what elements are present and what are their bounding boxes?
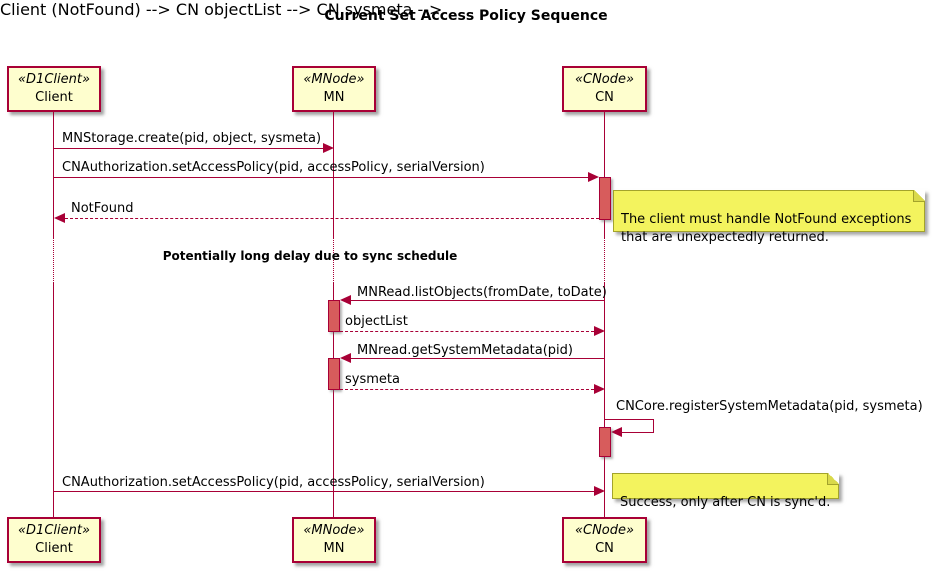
activation-bar-mn-1 xyxy=(328,300,340,332)
arrowhead-right-icon xyxy=(323,143,334,153)
arrowhead-right-icon xyxy=(588,172,599,182)
lifeline-cn-delay xyxy=(604,238,605,283)
participant-mn-top: «MNode» MN xyxy=(292,66,376,112)
message-label-setaccesspolicy-2: CNAuthorization.setAccessPolicy(pid, acc… xyxy=(62,475,485,490)
activation-bar-mn-2 xyxy=(328,358,340,390)
lifeline-mn-delay xyxy=(333,238,334,283)
message-line xyxy=(351,300,605,301)
participant-mn-bottom: «MNode» MN xyxy=(292,517,376,563)
note-text: Success, only after CN is sync'd. xyxy=(620,495,831,510)
message-line-dashed xyxy=(340,331,594,332)
diagram-title: Current Set Access Policy Sequence xyxy=(324,8,608,24)
participant-name: MN xyxy=(323,541,345,556)
self-message-line-bottom xyxy=(622,432,653,433)
participant-name: Client xyxy=(35,90,73,105)
activation-bar-cn-1 xyxy=(599,177,611,220)
arrowhead-left-icon xyxy=(340,353,351,363)
arrowhead-left-icon xyxy=(340,295,351,305)
participant-client-bottom: «D1Client» Client xyxy=(7,517,101,563)
arrowhead-right-icon xyxy=(594,384,605,394)
activation-bar-cn-2 xyxy=(599,427,611,457)
participant-stereotype: «CNode» xyxy=(574,72,635,87)
arrowhead-left-icon xyxy=(54,213,65,223)
message-label-registersystemmetadata: CNCore.registerSystemMetadata(pid, sysme… xyxy=(616,399,923,414)
lifeline-client xyxy=(53,283,54,517)
lifeline-cn xyxy=(604,112,605,238)
lifeline-cn xyxy=(604,283,605,517)
message-line-dashed xyxy=(65,218,599,219)
lifeline-mn xyxy=(333,112,334,238)
lifeline-client xyxy=(53,112,54,238)
note-fold-icon xyxy=(913,190,925,202)
participant-stereotype: «MNode» xyxy=(303,72,365,87)
message-line xyxy=(351,358,605,359)
message-label-getsystemmetadata: MNread.getSystemMetadata(pid) xyxy=(357,343,573,358)
message-line xyxy=(54,177,588,178)
message-line xyxy=(54,491,594,492)
message-label-sysmeta: sysmeta xyxy=(345,372,400,387)
participant-name: Client xyxy=(35,541,73,556)
participant-cn-bottom: «CNode» CN xyxy=(562,517,647,563)
lifeline-mn xyxy=(333,283,334,517)
note-success: Success, only after CN is sync'd. xyxy=(612,473,839,510)
message-line xyxy=(54,148,323,149)
message-label-notfound: NotFound xyxy=(71,201,134,216)
participant-name: CN xyxy=(595,90,614,105)
delay-divider-label: Potentially long delay due to sync sched… xyxy=(162,249,458,263)
note-notfound: The client must handle NotFound exceptio… xyxy=(613,190,925,245)
message-label-listobjects: MNRead.listObjects(fromDate, toDate) xyxy=(357,285,607,300)
participant-cn-top: «CNode» CN xyxy=(562,66,647,112)
message-line-dashed xyxy=(340,389,594,390)
note-text: The client must handle NotFound exceptio… xyxy=(621,212,912,245)
participant-name: CN xyxy=(595,541,614,556)
participant-client-top: «D1Client» Client xyxy=(7,66,101,112)
participant-stereotype: «CNode» xyxy=(574,523,635,538)
lifeline-client-delay xyxy=(53,238,54,283)
participant-stereotype: «MNode» xyxy=(303,523,365,538)
participant-stereotype: «D1Client» xyxy=(18,72,90,87)
arrowhead-right-icon xyxy=(594,326,605,336)
note-fold-icon xyxy=(827,473,839,485)
self-message-line-top xyxy=(605,419,653,420)
self-message-line-side xyxy=(653,419,654,433)
participant-stereotype: «D1Client» xyxy=(18,523,90,538)
arrowhead-left-icon xyxy=(611,427,622,437)
message-label-objectlist: objectList xyxy=(345,314,408,329)
message-label-create: MNStorage.create(pid, object, sysmeta) xyxy=(62,131,322,146)
message-label-setaccesspolicy-1: CNAuthorization.setAccessPolicy(pid, acc… xyxy=(62,160,485,175)
participant-name: MN xyxy=(323,90,345,105)
arrowhead-right-icon xyxy=(594,486,605,496)
